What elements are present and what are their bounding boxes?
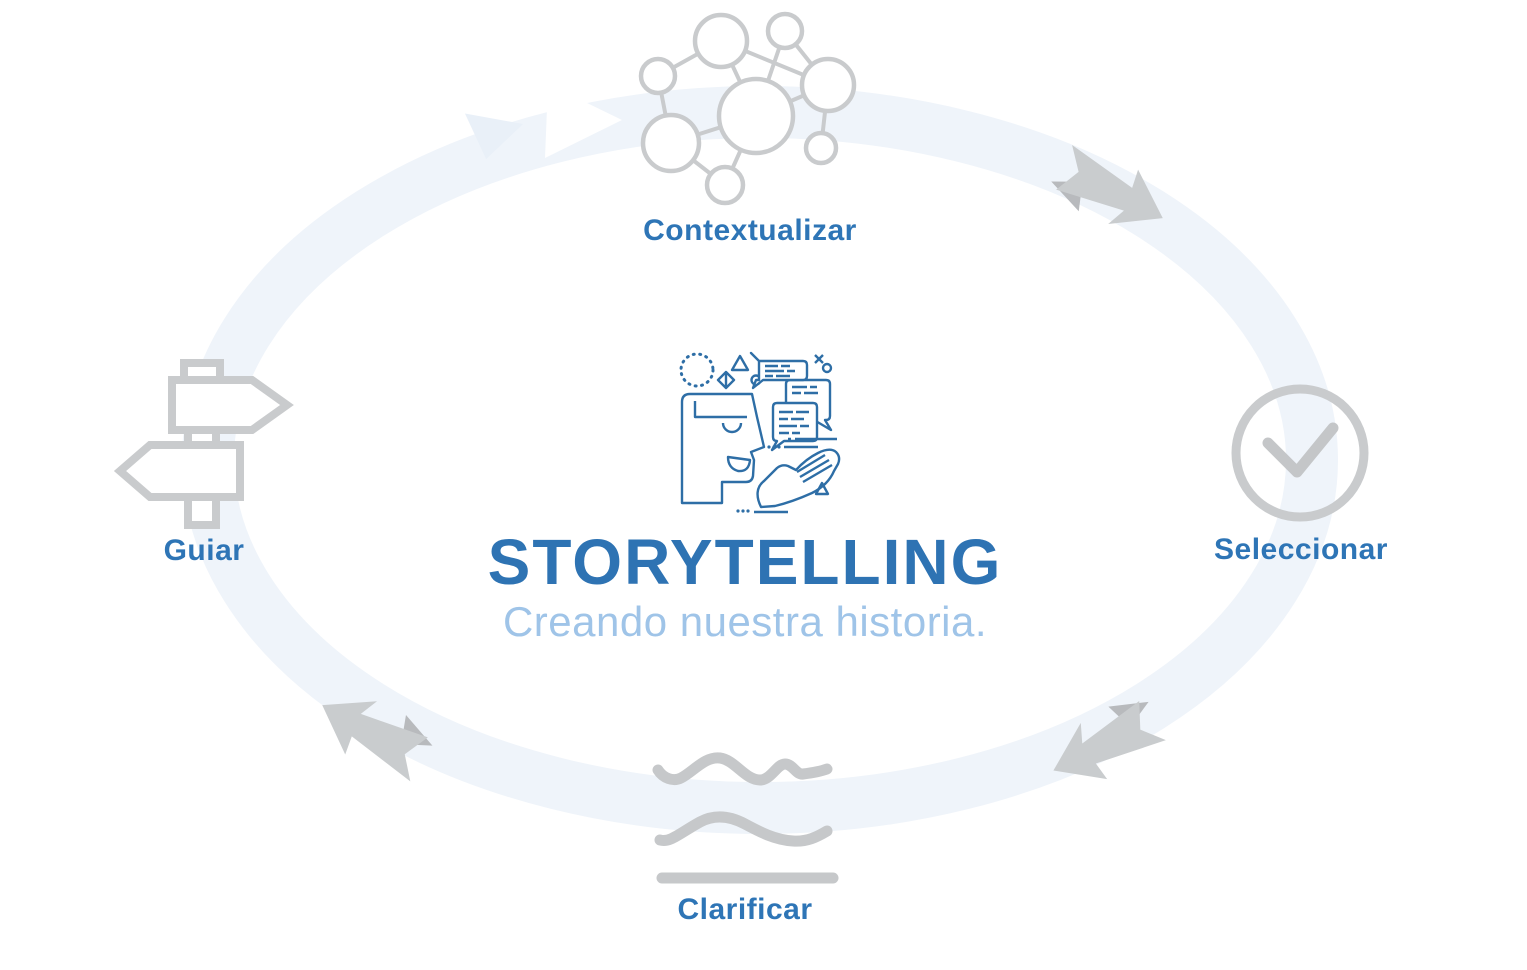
face-profile bbox=[680, 392, 766, 505]
ring-arrowhead-icon bbox=[464, 113, 524, 160]
label-contextualizar: Contextualizar bbox=[643, 214, 857, 247]
page-subtitle: Creando nuestra historia. bbox=[502, 598, 988, 645]
check-circle-icon bbox=[1231, 384, 1369, 522]
flow-arrow-top-right-icon bbox=[1051, 144, 1163, 224]
label-seleccionar: Seleccionar bbox=[1214, 533, 1388, 566]
network-nodes-icon bbox=[638, 11, 857, 206]
cycle-step-clarificar bbox=[645, 748, 855, 898]
cycle-step-contextualizar bbox=[630, 0, 860, 220]
storyteller-face-speech-bubbles-icon bbox=[679, 351, 841, 514]
speech-bubble-1 bbox=[749, 351, 809, 390]
center-illustration bbox=[660, 335, 860, 525]
speech-bubble-3 bbox=[770, 401, 819, 452]
smoothing-waves-icon bbox=[652, 752, 839, 884]
open-hand bbox=[756, 448, 841, 509]
flow-arrow-bottom-right-icon bbox=[1053, 701, 1166, 780]
signpost-icon bbox=[113, 359, 294, 529]
label-clarificar: Clarificar bbox=[677, 893, 813, 926]
cycle-step-guiar bbox=[110, 355, 300, 535]
cycle-step-seleccionar bbox=[1220, 375, 1380, 535]
label-guiar: Guiar bbox=[163, 534, 245, 567]
page-title: STORYTELLING bbox=[487, 526, 1003, 598]
flow-arrow-bottom-left-icon bbox=[322, 701, 433, 782]
